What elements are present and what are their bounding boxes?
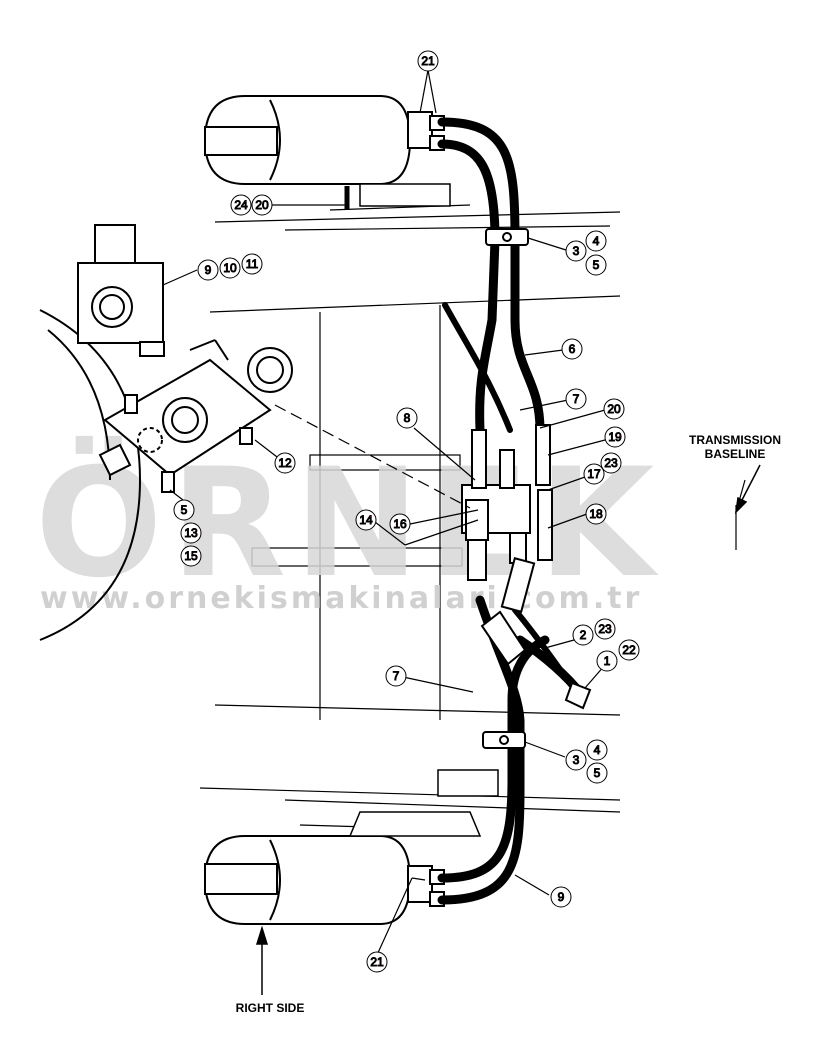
callout-1: 1 (596, 650, 618, 672)
callout-16: 16 (389, 513, 411, 535)
svg-text:6: 6 (569, 342, 576, 356)
svg-text:18: 18 (589, 507, 603, 521)
callout-5-left: 5 (173, 499, 195, 521)
svg-text:4: 4 (594, 743, 601, 757)
callout-3-upper: 3 (565, 240, 587, 262)
callout-7-lower: 7 (385, 665, 407, 687)
callout-18: 18 (585, 503, 607, 525)
leader-lines (162, 69, 746, 956)
callout-10: 10 (219, 257, 241, 279)
baseline-label: BASELINE (705, 447, 766, 461)
transmission-label: TRANSMISSION (689, 433, 781, 447)
callout-17: 17 (583, 463, 605, 485)
callout-22: 22 (618, 639, 640, 661)
svg-text:4: 4 (593, 234, 600, 248)
svg-text:17: 17 (587, 467, 601, 481)
reference-line (274, 404, 471, 509)
callout-3-lower: 3 (565, 749, 587, 771)
callout-5-upper: 5 (585, 254, 607, 276)
hose-clamps (482, 228, 529, 749)
callout-23-mid: 23 (600, 452, 622, 474)
callout-4-upper: 4 (585, 230, 607, 252)
svg-text:10: 10 (223, 261, 237, 275)
arrows (255, 464, 761, 995)
svg-text:16: 16 (393, 517, 407, 531)
callout-6: 6 (561, 338, 583, 360)
callout-13: 13 (180, 522, 202, 544)
callout-20-mid: 20 (603, 398, 625, 420)
svg-text:1: 1 (604, 654, 611, 668)
svg-text:9: 9 (558, 890, 565, 904)
callout-23-lower: 23 (594, 618, 616, 640)
svg-text:5: 5 (593, 258, 600, 272)
svg-text:22: 22 (622, 643, 636, 657)
svg-text:12: 12 (278, 456, 292, 470)
callout-9-lower: 9 (550, 886, 572, 908)
callout-8: 8 (396, 407, 418, 429)
svg-text:20: 20 (255, 198, 269, 212)
callout-7-upper: 7 (565, 388, 587, 410)
svg-text:8: 8 (404, 411, 411, 425)
callout-2: 2 (572, 624, 594, 646)
valve-assembly (39, 224, 293, 641)
svg-text:5: 5 (594, 766, 601, 780)
svg-text:7: 7 (573, 392, 580, 406)
callout-15: 15 (180, 545, 202, 567)
watermark-url: www.ornekismakinalari.com.tr (40, 581, 642, 616)
svg-text:3: 3 (573, 753, 580, 767)
svg-text:21: 21 (421, 54, 435, 68)
callout-19: 19 (604, 426, 626, 448)
callout-21-bottom: 21 (366, 951, 388, 973)
svg-text:14: 14 (359, 513, 373, 527)
svg-text:7: 7 (393, 669, 400, 683)
callout-9: 9 (197, 259, 219, 281)
svg-text:9: 9 (205, 263, 212, 277)
right-side-label: RIGHT SIDE (236, 1001, 305, 1015)
callout-4-lower: 4 (586, 739, 608, 761)
svg-text:24: 24 (234, 198, 248, 212)
svg-text:11: 11 (246, 257, 259, 271)
top-air-tank (203, 95, 451, 210)
svg-text:23: 23 (598, 622, 612, 636)
callout-24: 24 (230, 194, 252, 216)
callout-14: 14 (355, 509, 377, 531)
callout-11: 11 (241, 253, 263, 275)
svg-text:19: 19 (608, 430, 622, 444)
svg-text:23: 23 (604, 456, 618, 470)
svg-text:2: 2 (580, 628, 587, 642)
bottom-air-tank (203, 769, 499, 925)
callout-12: 12 (274, 452, 296, 474)
callout-5-lower: 5 (586, 762, 608, 784)
svg-text:21: 21 (370, 955, 384, 969)
svg-text:20: 20 (607, 402, 621, 416)
svg-text:15: 15 (184, 549, 198, 563)
callouts: 21 24 20 3 4 5 9 10 11 6 7 20 8 19 12 17… (173, 50, 640, 973)
svg-text:5: 5 (181, 503, 188, 517)
watermark: ÖRNEK www.ornekismakinalari.com.tr (35, 435, 654, 616)
callout-20-top: 20 (251, 194, 273, 216)
svg-text:3: 3 (573, 244, 580, 258)
svg-text:13: 13 (184, 526, 198, 540)
callout-21-top: 21 (417, 50, 439, 72)
text-labels: TRANSMISSION BASELINE RIGHT SIDE (236, 433, 781, 1015)
